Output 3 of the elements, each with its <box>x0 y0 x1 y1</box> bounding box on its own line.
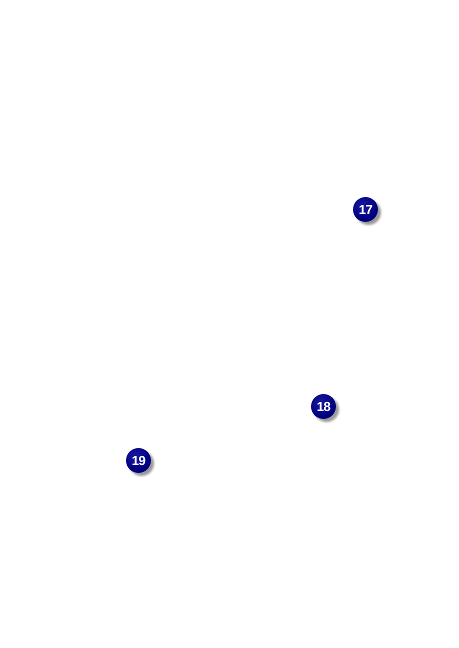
callout-number: 19 <box>126 448 151 473</box>
callout-number: 17 <box>353 197 378 222</box>
callout-number: 18 <box>311 394 336 419</box>
